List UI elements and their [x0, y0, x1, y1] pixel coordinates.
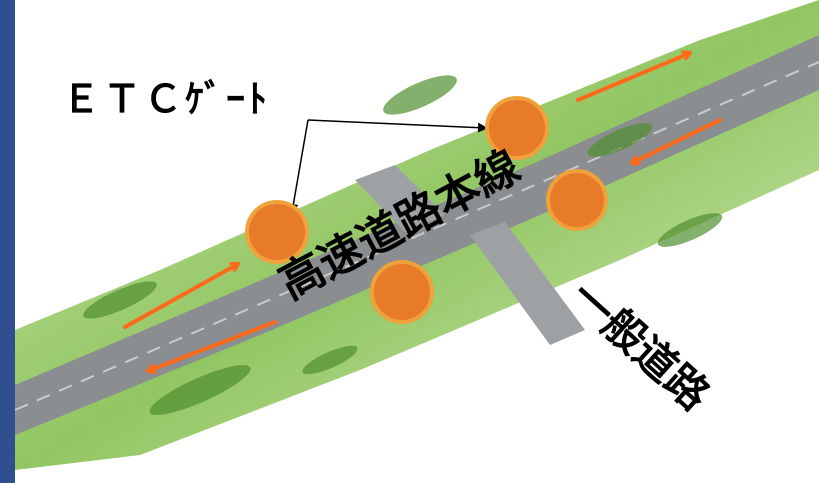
arrow-southwest-right [632, 118, 722, 163]
pointer-to-left-gate [288, 119, 309, 214]
arrow-northeast-top [576, 53, 690, 102]
left-border [0, 0, 15, 483]
cross-road-north [355, 165, 445, 232]
cross-road-south [470, 222, 585, 345]
etc-gate-marker-left [245, 200, 309, 264]
etc-gate-marker-lower [370, 260, 434, 324]
tree-clusters [83, 75, 723, 415]
etc-gates [245, 96, 608, 324]
arrow-southwest-bottom [148, 320, 277, 371]
pointer-to-upper-gate [307, 119, 488, 133]
general-road-label: 一般道路 [561, 271, 719, 420]
arrow-northeast-left [123, 262, 238, 329]
etc-gate-marker-upper [485, 96, 549, 160]
flow-arrows [123, 53, 722, 371]
etc-gate-marker-right [546, 169, 608, 231]
etc-gate-label: ＥＴＣｹﾞｰﾄ [62, 77, 270, 121]
etc-pointer-lines [288, 119, 488, 214]
aerial-background [14, 0, 819, 470]
road-median [14, 61, 819, 411]
